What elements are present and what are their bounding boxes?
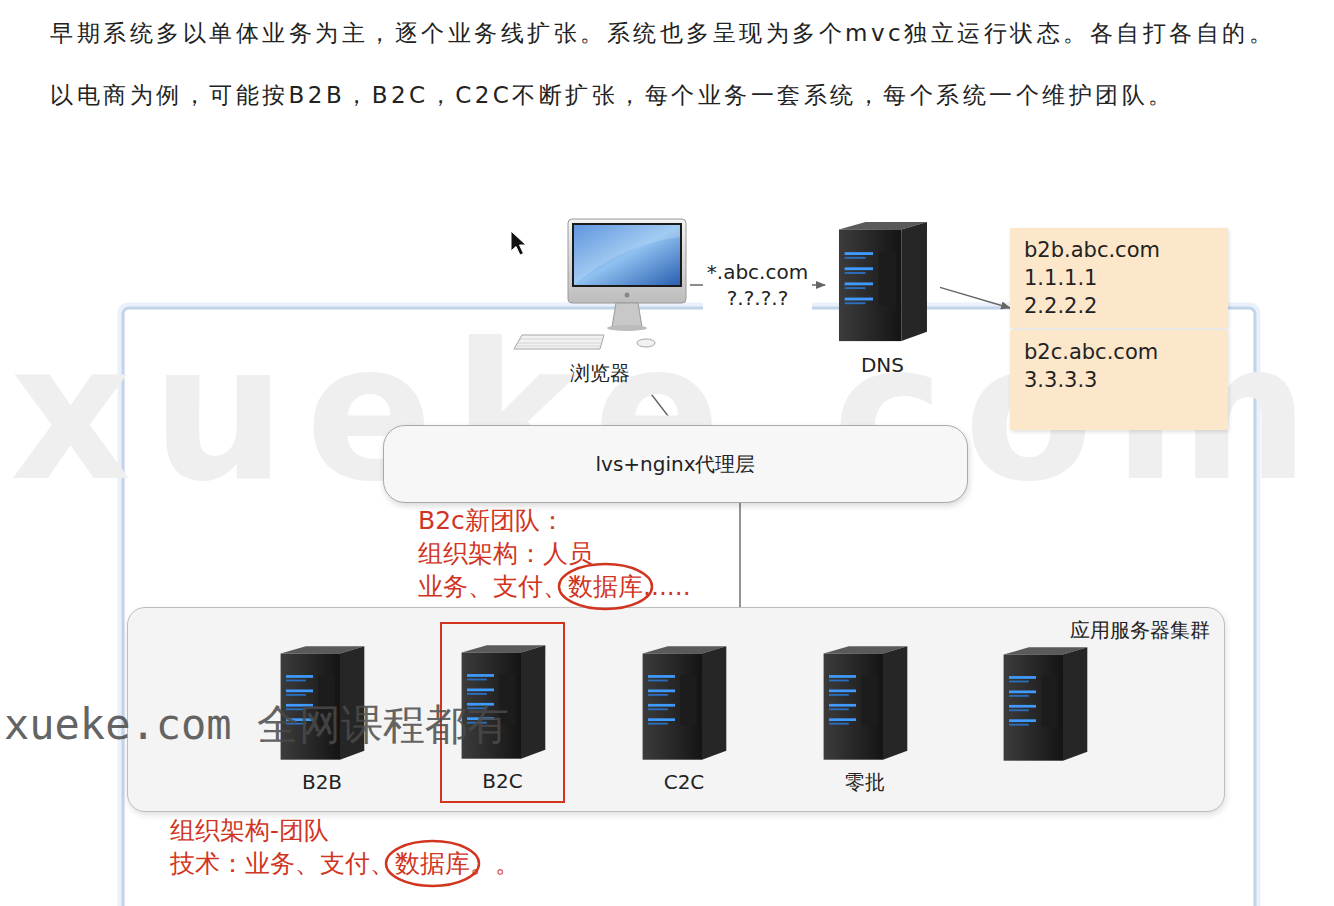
app-server: C2C (624, 640, 744, 800)
node-label: B2B (302, 770, 342, 795)
intro-paragraph: 早期系统多以单体业务为主，逐个业务线扩张。系统也多呈现为多个mvc独立运行状态。… (50, 20, 1275, 48)
node-label: 浏览器 (570, 361, 630, 386)
group-title: 应用服务器集群 (1070, 618, 1210, 643)
intro-paragraph: 以电商为例，可能按B2B，B2C，C2C不断扩张，每个业务一套系统，每个系统一个… (50, 82, 1175, 110)
dns-record: b2c.abc.com 3.3.3.3 (1024, 338, 1158, 394)
annotation-note: 组织架构：人员 (418, 539, 593, 569)
annotation-note: 业务、支付、数据库...... (418, 572, 691, 602)
node-label: 零批 (845, 770, 885, 795)
node-label: B2C (482, 769, 522, 794)
server-icon (839, 222, 927, 341)
dns-server: DNS (825, 218, 940, 383)
computer-icon (510, 215, 690, 355)
server-icon (1004, 647, 1088, 760)
annotation-note: 技术：业务、支付、数据库。。 (170, 849, 520, 879)
dns-record-box: b2c.abc.com 3.3.3.3 (1010, 330, 1228, 430)
node-label: C2C (664, 770, 705, 795)
server-icon (643, 646, 727, 759)
annotation-note: B2c新团队： (418, 506, 565, 536)
server-icon (820, 644, 910, 762)
dns-record-box: b2b.abc.com 1.1.1.1 2.2.2.2 (1010, 228, 1228, 328)
watermark: xueke.com 全网课程都有 (4, 700, 509, 750)
annotation-note: 组织架构-团队 (170, 816, 329, 846)
node-label: DNS (861, 353, 904, 378)
app-server: 零批 (805, 640, 925, 800)
proxy-layer-box: lvs+nginx代理层 (383, 425, 968, 503)
mouse-cursor (511, 231, 526, 255)
server-icon (639, 644, 729, 762)
browser-node: 浏览器 (510, 215, 690, 386)
edge-label: *.abc.com ?.?.?.? (703, 259, 812, 311)
server-icon (835, 220, 930, 343)
server-icon (824, 646, 908, 759)
dns-record: b2b.abc.com 1.1.1.1 2.2.2.2 (1024, 236, 1160, 320)
box-label: lvs+nginx代理层 (595, 452, 755, 477)
